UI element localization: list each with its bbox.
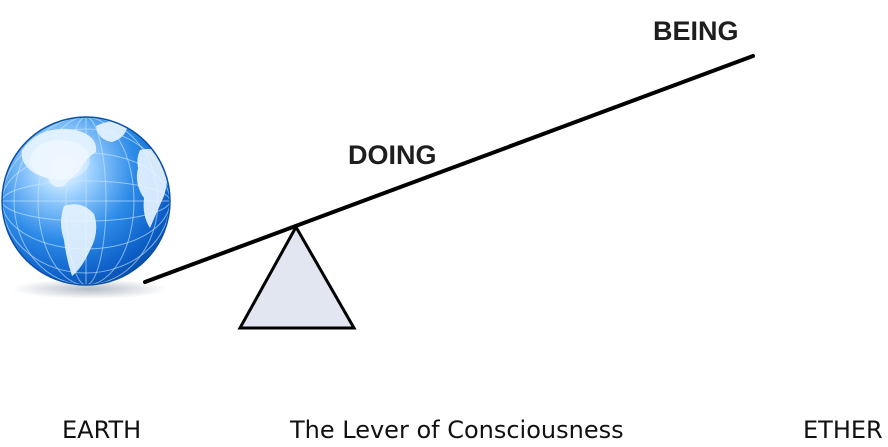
- globe-shadow: [12, 279, 168, 299]
- label-doing: DOING: [348, 140, 437, 170]
- globe-continents: [21, 121, 168, 276]
- earth-globe-icon: [1, 116, 171, 299]
- triangle-fulcrum-icon: [237, 223, 357, 330]
- lever-bar: [143, 54, 755, 284]
- caption-ether: ETHER: [803, 416, 883, 444]
- caption-earth: EARTH: [62, 416, 142, 444]
- globe-highlight: [30, 140, 90, 180]
- globe-rim: [1, 116, 171, 286]
- label-being: BEING: [653, 16, 739, 46]
- caption-title: The Lever of Consciousness: [290, 416, 624, 444]
